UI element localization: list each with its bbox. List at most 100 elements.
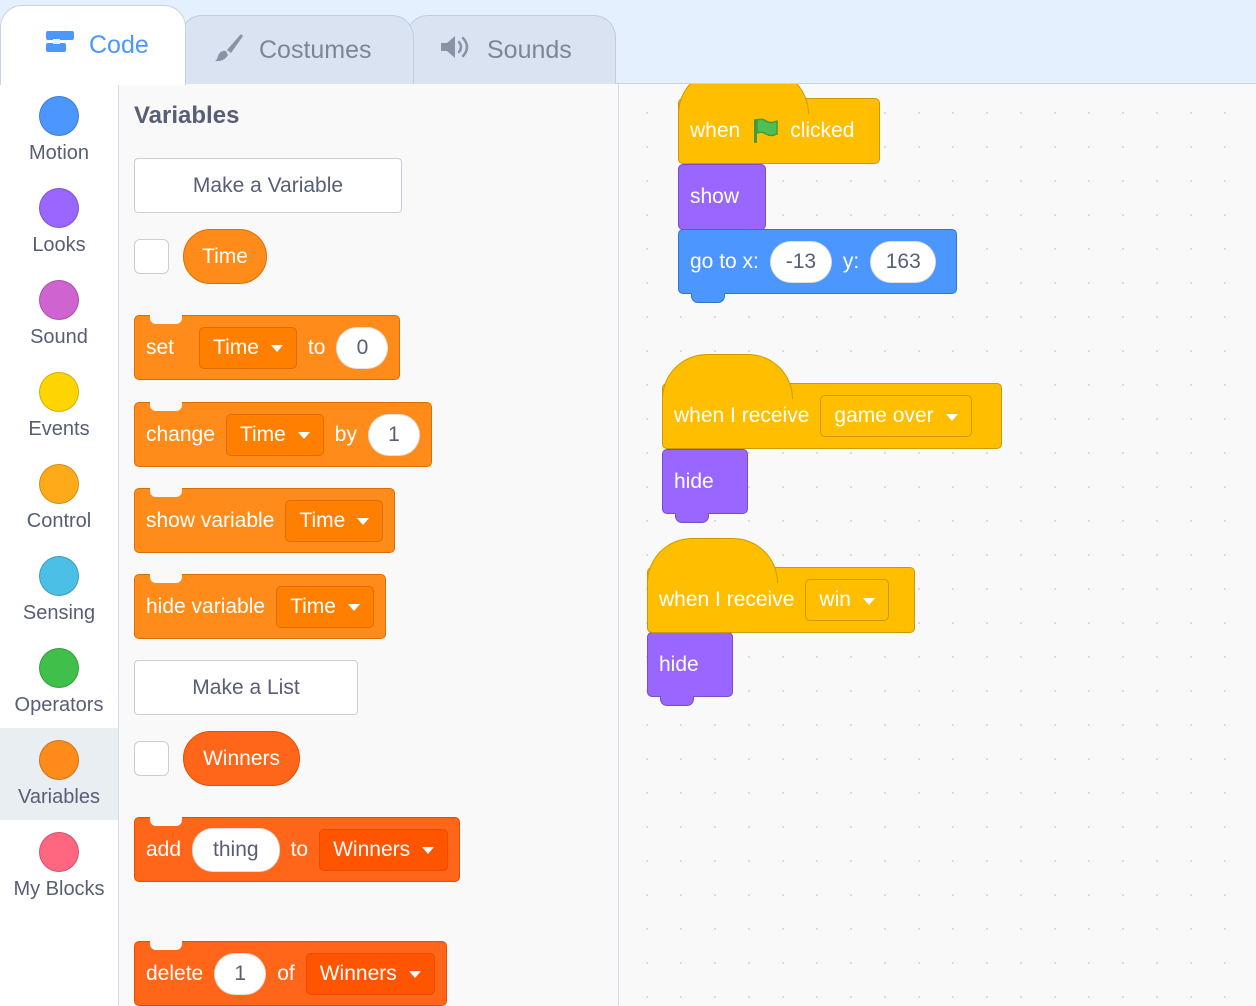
- block-notch: [150, 574, 182, 583]
- code-blocks-icon: [45, 30, 75, 61]
- when-i-receive-win-block[interactable]: when I receive win: [647, 538, 915, 633]
- category-label: Operators: [14, 694, 104, 716]
- category-looks[interactable]: Looks: [0, 176, 118, 268]
- green-flag-icon: [751, 117, 779, 145]
- set-variable-block[interactable]: set Time to 0: [134, 315, 401, 380]
- variable-dropdown[interactable]: Time: [285, 499, 384, 542]
- add-to-list-block[interactable]: add thing to Winners: [134, 817, 461, 882]
- dropdown-arrow-icon: [347, 604, 360, 611]
- category-variables[interactable]: Variables: [0, 728, 118, 820]
- category-events[interactable]: Events: [0, 360, 118, 452]
- script-workspace[interactable]: when clicked show go to x: -13 y: 163 wh…: [620, 84, 1256, 1006]
- speaker-icon: [439, 34, 473, 67]
- when-i-receive-label: when I receive: [674, 404, 810, 427]
- variable-dropdown[interactable]: Time: [276, 585, 374, 628]
- make-list-button[interactable]: Make a List: [134, 660, 358, 715]
- list-dropdown[interactable]: Winners: [305, 952, 435, 995]
- by-label: by: [334, 422, 357, 446]
- dropdown-arrow-icon: [422, 847, 435, 854]
- value-input[interactable]: 0: [336, 326, 389, 369]
- dropdown-arrow-icon: [862, 597, 875, 605]
- show-block[interactable]: show: [678, 164, 766, 230]
- set-label: set: [146, 335, 175, 359]
- index-input[interactable]: 1: [214, 952, 267, 995]
- when-i-receive-label: when I receive: [659, 588, 795, 611]
- list-reporter-winners[interactable]: Winners: [183, 731, 300, 786]
- block-notch: [150, 402, 182, 411]
- variable-dropdown[interactable]: Time: [199, 326, 297, 369]
- show-variable-block[interactable]: show variable Time: [134, 488, 396, 553]
- category-label: Looks: [32, 234, 86, 256]
- paintbrush-icon: [213, 31, 245, 70]
- add-label: add: [146, 837, 182, 861]
- hide-label: hide: [674, 469, 714, 493]
- y-input[interactable]: 163: [870, 240, 937, 283]
- hide-block[interactable]: hide: [647, 632, 733, 706]
- category-label: Control: [26, 510, 92, 532]
- sensing-category-icon: [39, 556, 79, 596]
- item-input[interactable]: thing: [192, 827, 280, 872]
- hide-label: hide: [659, 652, 699, 676]
- category-label: Events: [28, 418, 90, 440]
- change-variable-block[interactable]: change Time by 1: [134, 402, 432, 467]
- block-tab: [660, 696, 694, 706]
- hat-cap: [647, 538, 778, 583]
- category-operators[interactable]: Operators: [0, 636, 118, 728]
- category-my-blocks[interactable]: My Blocks: [0, 820, 118, 912]
- dropdown-value: Time: [239, 422, 286, 446]
- show-label: show: [690, 185, 740, 208]
- tab-sounds[interactable]: Sounds: [406, 15, 616, 85]
- block-notch: [150, 817, 182, 826]
- variable-reporter-time[interactable]: Time: [183, 229, 267, 284]
- sound-category-icon: [39, 280, 79, 320]
- block-notch: [150, 488, 182, 497]
- x-input[interactable]: -13: [769, 240, 832, 283]
- message-dropdown[interactable]: game over: [820, 395, 972, 437]
- category-menu: Motion Looks Sound Events Control Sensin…: [0, 84, 119, 1006]
- looks-category-icon: [39, 188, 79, 228]
- y-label: y:: [842, 249, 860, 273]
- of-label: of: [277, 961, 295, 985]
- hide-variable-label: hide variable: [146, 594, 266, 618]
- dropdown-arrow-icon: [297, 432, 310, 439]
- list-dropdown[interactable]: Winners: [319, 828, 449, 871]
- tab-code-label: Code: [89, 31, 149, 59]
- hide-block[interactable]: hide: [662, 449, 748, 523]
- category-sensing[interactable]: Sensing: [0, 544, 118, 636]
- variables-category-icon: [39, 740, 79, 780]
- category-label: Sensing: [22, 602, 96, 624]
- clicked-label: clicked: [790, 119, 855, 142]
- dropdown-value: win: [819, 588, 851, 611]
- when-flag-clicked-block[interactable]: when clicked: [678, 84, 880, 164]
- block-notch: [150, 315, 182, 324]
- category-label: Variables: [18, 786, 100, 808]
- dropdown-value: Winners: [319, 961, 397, 985]
- block-palette: Variables Make a Variable Time set Time …: [119, 84, 619, 1006]
- when-i-receive-game-over-block[interactable]: when I receive game over: [662, 354, 1002, 449]
- editor-tab-bar: Sounds Costumes Code: [0, 0, 1256, 85]
- my-blocks-category-icon: [39, 832, 79, 872]
- make-variable-button[interactable]: Make a Variable: [134, 158, 402, 213]
- category-label: Sound: [30, 326, 88, 348]
- dropdown-value: Time: [213, 335, 259, 359]
- variable-monitor-checkbox[interactable]: [134, 239, 169, 274]
- hide-variable-block[interactable]: hide variable Time: [134, 574, 386, 639]
- show-variable-label: show variable: [146, 508, 275, 532]
- tab-sounds-label: Sounds: [487, 36, 572, 64]
- go-to-xy-block[interactable]: go to x: -13 y: 163: [678, 229, 957, 303]
- control-category-icon: [39, 464, 79, 504]
- tab-costumes[interactable]: Costumes: [180, 15, 414, 85]
- value-input[interactable]: 1: [367, 413, 420, 456]
- category-sound[interactable]: Sound: [0, 268, 118, 360]
- tab-code[interactable]: Code: [0, 5, 186, 85]
- variable-dropdown[interactable]: Time: [225, 413, 324, 456]
- category-control[interactable]: Control: [0, 452, 118, 544]
- delete-from-list-block[interactable]: delete 1 of Winners: [134, 941, 447, 1006]
- dropdown-value: Time: [299, 508, 346, 532]
- tab-costumes-label: Costumes: [259, 36, 372, 64]
- delete-label: delete: [146, 961, 204, 985]
- dropdown-arrow-icon: [357, 518, 370, 525]
- list-monitor-checkbox[interactable]: [134, 741, 169, 776]
- message-dropdown[interactable]: win: [805, 579, 889, 621]
- category-motion[interactable]: Motion: [0, 84, 118, 176]
